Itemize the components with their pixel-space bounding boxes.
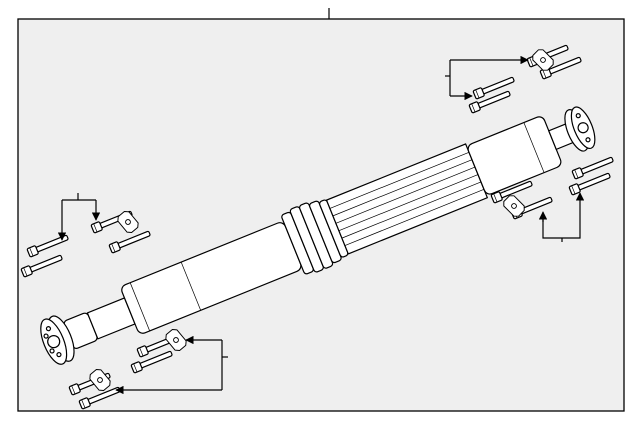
rear-flange (564, 106, 596, 152)
front-flange (40, 312, 98, 365)
splined-sleeve (325, 143, 488, 255)
front-tube (86, 222, 302, 340)
drive-shaft-assembly (40, 106, 596, 365)
shaft-bellows (281, 199, 349, 275)
rear-lower-bolt-callout (538, 192, 585, 242)
front-lower-bolt-callout (115, 335, 228, 395)
rear-bolt-callout (445, 55, 529, 101)
front-bolt-callout (57, 193, 101, 241)
